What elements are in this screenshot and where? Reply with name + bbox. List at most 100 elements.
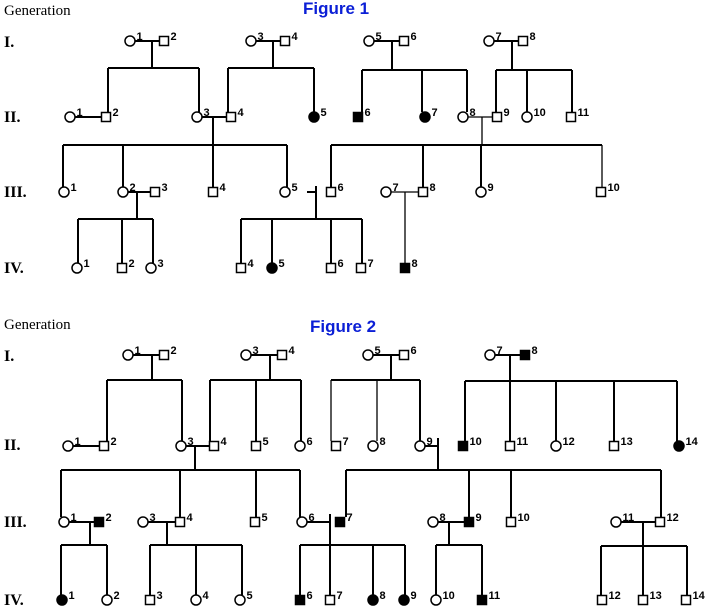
- affected-female-icon: [398, 594, 410, 606]
- individual-id-label: 4: [292, 31, 299, 43]
- pedigree-individual: 7: [419, 107, 438, 123]
- pedigree-individual: 7: [334, 512, 353, 528]
- individual-id-label: 3: [253, 345, 259, 357]
- pedigree-individual: 7: [484, 345, 503, 361]
- pedigree-individual: 3: [191, 107, 210, 123]
- individual-id-label: 9: [504, 107, 510, 119]
- individual-id-label: 1: [69, 590, 75, 602]
- unaffected-female-icon: [190, 594, 202, 606]
- individual-id-label: 8: [412, 258, 418, 270]
- unaffected-male-icon: [235, 262, 247, 274]
- unaffected-male-icon: [517, 35, 529, 47]
- unaffected-female-icon: [550, 440, 562, 452]
- unaffected-female-icon: [58, 516, 70, 528]
- unaffected-male-icon: [504, 440, 516, 452]
- unaffected-female-icon: [240, 349, 252, 361]
- unaffected-female-icon: [610, 516, 622, 528]
- affected-male-icon: [399, 262, 411, 274]
- individual-id-label: 3: [258, 31, 264, 43]
- individual-id-label: 3: [188, 436, 194, 448]
- unaffected-male-icon: [116, 262, 128, 274]
- unaffected-female-icon: [64, 111, 76, 123]
- pedigree-individual: 3: [240, 345, 259, 361]
- unaffected-male-icon: [417, 186, 429, 198]
- pedigree-individual: 10: [521, 107, 546, 123]
- unaffected-female-icon: [414, 440, 426, 452]
- generation-label-fig1: Generation: [4, 3, 71, 19]
- unaffected-female-icon: [294, 440, 306, 452]
- pedigree-individual: 9: [414, 436, 433, 452]
- pedigree-individual: 8: [427, 512, 446, 528]
- individual-id-label: 7: [393, 182, 399, 194]
- fig2-gen-IV: IV.: [4, 592, 24, 608]
- pedigree-individual: 7: [330, 436, 349, 452]
- unaffected-male-icon: [100, 111, 112, 123]
- individual-id-label: 10: [470, 436, 482, 448]
- unaffected-male-icon: [608, 440, 620, 452]
- unaffected-female-icon: [362, 349, 374, 361]
- individual-id-label: 8: [470, 107, 476, 119]
- pedigree-individual: 12: [550, 436, 575, 452]
- individual-id-label: 8: [440, 512, 446, 524]
- individual-id-label: 11: [578, 107, 590, 119]
- pedigree-individual: 2: [116, 258, 135, 274]
- pedigree-individual: 6: [294, 436, 313, 452]
- pedigree-individual: 2: [158, 31, 177, 47]
- individual-id-label: 1: [71, 512, 77, 524]
- fig1-gen-II: II.: [4, 109, 20, 126]
- individual-id-label: 2: [114, 590, 120, 602]
- individual-id-label: 13: [650, 590, 662, 602]
- individual-id-label: 7: [337, 590, 343, 602]
- individual-id-label: 6: [365, 107, 371, 119]
- individual-id-label: 4: [238, 107, 245, 119]
- pedigree-individual: 12: [596, 590, 621, 606]
- pedigree-individual: 9: [491, 107, 510, 123]
- unaffected-female-icon: [71, 262, 83, 274]
- individual-id-label: 4: [221, 436, 228, 448]
- pedigree-individual: 1: [122, 345, 141, 361]
- pedigree-individual: 14: [680, 590, 706, 606]
- pedigree-individual: 1: [58, 182, 77, 198]
- individual-id-label: 5: [376, 31, 382, 43]
- individual-id-label: 3: [158, 258, 164, 270]
- unaffected-female-icon: [427, 516, 439, 528]
- individual-id-label: 10: [534, 107, 546, 119]
- pedigree-individual: 5: [234, 590, 253, 606]
- pedigree-individual: 6: [325, 182, 344, 198]
- affected-female-icon: [56, 594, 68, 606]
- pedigree-individual: 9: [475, 182, 494, 198]
- pedigree-individual: 5: [249, 512, 268, 528]
- individual-id-label: 14: [693, 590, 706, 602]
- pedigree-individual: 1: [62, 436, 81, 452]
- pedigree-individual: 7: [380, 182, 399, 198]
- affected-female-icon: [367, 594, 379, 606]
- individual-id-label: 5: [247, 590, 253, 602]
- unaffected-female-icon: [58, 186, 70, 198]
- pedigree-individual: 6: [352, 107, 371, 123]
- figure-2-title: Figure 2: [310, 317, 376, 336]
- pedigree-individual: 1: [56, 590, 75, 606]
- unaffected-female-icon: [101, 594, 113, 606]
- pedigree-individual: 1: [124, 31, 143, 47]
- unaffected-female-icon: [380, 186, 392, 198]
- individual-id-label: 8: [530, 31, 536, 43]
- individual-id-label: 1: [71, 182, 77, 194]
- pedigree-individual: 4: [174, 512, 194, 528]
- unaffected-male-icon: [325, 186, 337, 198]
- individual-id-label: 4: [203, 590, 210, 602]
- individual-id-label: 12: [563, 436, 575, 448]
- unaffected-male-icon: [249, 516, 261, 528]
- unaffected-male-icon: [595, 186, 607, 198]
- individual-id-label: 5: [279, 258, 285, 270]
- unaffected-female-icon: [296, 516, 308, 528]
- unaffected-female-icon: [475, 186, 487, 198]
- individual-id-label: 6: [338, 258, 344, 270]
- pedigree-individual: 5: [266, 258, 285, 274]
- unaffected-male-icon: [398, 35, 410, 47]
- pedigree-individual: 8: [517, 31, 536, 47]
- pedigree-individual: 1: [71, 258, 90, 274]
- individual-id-label: 5: [263, 436, 269, 448]
- individual-id-label: 2: [129, 258, 135, 270]
- individual-id-label: 7: [432, 107, 438, 119]
- individual-id-label: 1: [84, 258, 90, 270]
